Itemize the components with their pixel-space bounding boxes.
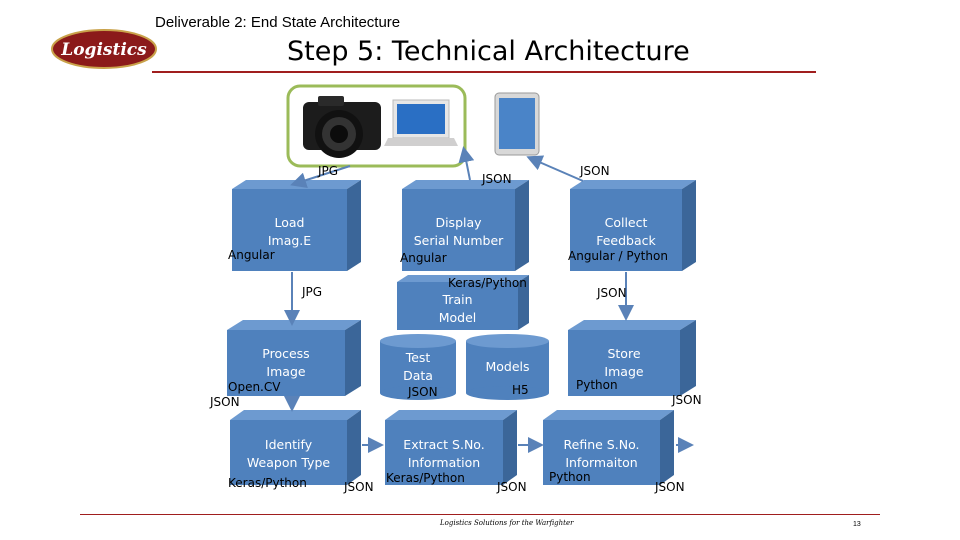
title-divider (152, 71, 816, 73)
label-json-refine: JSON (655, 480, 685, 494)
label-jpg-top: JPG (318, 164, 339, 178)
label-json-top-right: JSON (580, 164, 610, 178)
load-box-label: Load Imag.E (267, 215, 312, 248)
label-h5: H5 (512, 383, 529, 397)
box-collect (570, 180, 696, 271)
label-keras-python-extract: Keras/Python (386, 471, 465, 485)
label-json-store: JSON (672, 393, 702, 407)
label-json-test: JSON (408, 385, 438, 399)
display-box-label: Display Serial Number (413, 215, 504, 248)
label-angular-python: Angular / Python (568, 249, 668, 263)
tablet-icon (494, 92, 540, 156)
logo-text: Logistics (60, 40, 147, 60)
logistics-logo: Logistics (50, 28, 158, 70)
box-refine (543, 410, 674, 485)
footer-divider (80, 514, 880, 515)
arrow-devices-to-load (290, 165, 351, 188)
page-number: 13 (853, 521, 861, 528)
label-angular-load: Angular (228, 248, 275, 262)
label-json-process: JSON (210, 395, 240, 409)
store-box-label: Store Image (604, 346, 644, 379)
box-load (232, 180, 361, 271)
camera-icon (303, 96, 381, 158)
laptop-icon (384, 99, 458, 146)
footer-text: Logistics Solutions for the Warfighter (440, 519, 574, 527)
box-identify (230, 410, 361, 485)
cylinder-test-data (380, 334, 456, 400)
train-box-label: Train Model (438, 292, 477, 325)
process-box-label: Process Image (262, 346, 310, 379)
arrow-tablet-collect (526, 155, 584, 182)
box-process (227, 320, 361, 396)
extract-box-label: Extract S.No. Information (403, 437, 485, 470)
models-label: Models (485, 359, 530, 374)
label-keras-python-train: Keras/Python (448, 276, 527, 290)
refine-box-label: Refine S.No. Informaiton (563, 437, 640, 470)
test-data-label: Test Data (403, 350, 433, 383)
label-json-mid-right: JSON (597, 286, 627, 300)
slide-subtitle: Deliverable 2: End State Architecture (155, 14, 401, 31)
box-train (397, 275, 529, 330)
collect-box-label: Collect Feedback (596, 215, 656, 248)
slide-title: Step 5: Technical Architecture (287, 36, 690, 67)
identify-box-label: Identify Weapon Type (246, 437, 331, 470)
label-json-extract: JSON (497, 480, 527, 494)
label-python-refine: Python (549, 470, 591, 484)
arrow-display-to-devices (458, 146, 475, 181)
label-jpg-mid: JPG (302, 285, 323, 299)
label-json-identify: JSON (344, 480, 374, 494)
cylinder-models (466, 334, 549, 400)
box-store (568, 320, 696, 396)
label-json-top-mid: JSON (482, 172, 512, 186)
label-angular-display: Angular (400, 251, 447, 265)
label-opencv: Open.CV (228, 380, 281, 394)
box-display (402, 180, 529, 271)
label-keras-python-identify: Keras/Python (228, 476, 307, 490)
label-python-store: Python (576, 378, 618, 392)
box-extract (385, 410, 517, 485)
